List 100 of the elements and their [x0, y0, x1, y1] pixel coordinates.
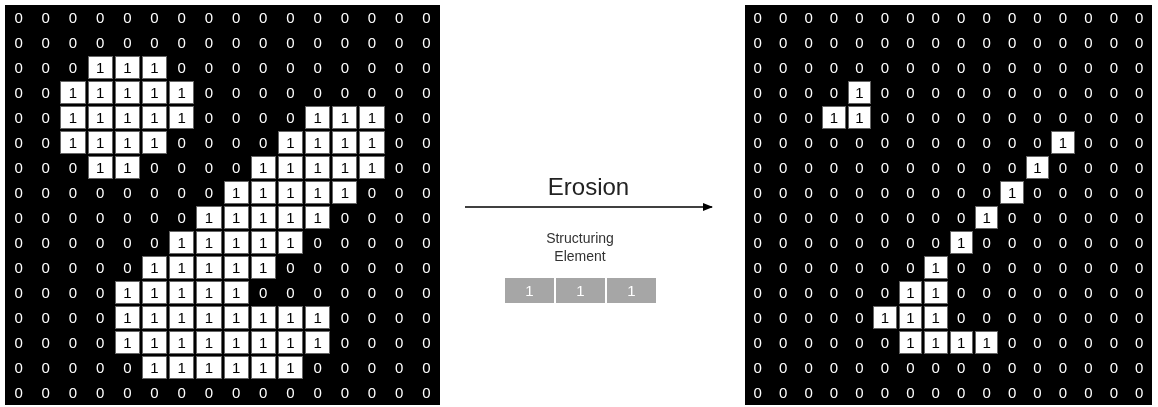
highlighted-pixel: 1 — [141, 131, 168, 154]
pixel-value: 0 — [1108, 333, 1119, 353]
pixel-value: 0 — [1134, 283, 1145, 303]
pixel-value: 0 — [803, 233, 814, 253]
pixel-value: 0 — [366, 83, 378, 103]
highlighted-pixel: 1 — [223, 281, 249, 304]
pixel-value: 0 — [1057, 83, 1069, 103]
highlighted-pixel: 1 — [873, 306, 897, 329]
pixel-value: 0 — [752, 258, 763, 278]
highlighted-pixel: 1 — [169, 256, 195, 279]
pixel-value: 0 — [803, 158, 814, 178]
pixel-value: 0 — [312, 58, 323, 78]
pixel-value: 0 — [67, 333, 79, 353]
pixel-value: 0 — [366, 208, 378, 228]
pixel-value: 0 — [778, 33, 789, 53]
pixel-value: 0 — [778, 233, 789, 253]
pixel-value: 0 — [366, 358, 378, 378]
pixel-value: 0 — [1134, 383, 1145, 403]
highlighted-pixel: 1 — [60, 81, 86, 104]
highlighted-pixel: 1 — [974, 206, 999, 229]
pixel-value: 0 — [752, 58, 763, 78]
highlighted-pixel: 1 — [949, 331, 973, 354]
pixel-value: 0 — [803, 308, 814, 328]
pixel-value: 0 — [1083, 358, 1094, 378]
pixel-value: 0 — [956, 258, 967, 278]
pixel-value: 0 — [1134, 158, 1145, 178]
pixel-value: 0 — [828, 308, 840, 328]
pixel-value: 0 — [1134, 333, 1145, 353]
pixel-value: 0 — [13, 233, 24, 253]
highlighted-pixel: 1 — [141, 331, 168, 354]
highlighted-pixel: 1 — [822, 106, 846, 129]
pixel-value: 0 — [13, 58, 24, 78]
pixel-value: 0 — [803, 358, 814, 378]
highlighted-pixel: 1 — [1000, 181, 1024, 204]
pixel-value: 0 — [1083, 258, 1094, 278]
pixel-value: 0 — [1032, 183, 1043, 203]
pixel-value: 0 — [1108, 83, 1119, 103]
highlighted-pixel: 1 — [196, 256, 222, 279]
pixel-value: 0 — [421, 108, 432, 128]
pixel-value: 0 — [176, 208, 187, 228]
pixel-value: 0 — [956, 208, 967, 228]
pixel-value: 0 — [258, 383, 269, 403]
highlighted-pixel: 1 — [223, 206, 249, 229]
pixel-value: 0 — [854, 383, 865, 403]
pixel-value: 0 — [122, 358, 133, 378]
highlighted-pixel: 1 — [114, 106, 140, 129]
pixel-value: 0 — [421, 233, 432, 253]
pixel-value: 0 — [905, 208, 916, 228]
pixel-value: 0 — [230, 108, 242, 128]
pixel-value: 0 — [854, 233, 865, 253]
highlighted-pixel: 1 — [949, 231, 973, 254]
highlighted-pixel: 1 — [1025, 156, 1050, 179]
pixel-value: 0 — [1083, 308, 1094, 328]
pixel-value: 0 — [905, 58, 916, 78]
pixel-value: 0 — [1134, 183, 1145, 203]
pixel-value: 0 — [981, 233, 992, 253]
pixel-value: 0 — [1083, 383, 1094, 403]
pixel-value: 0 — [421, 58, 432, 78]
pixel-value: 0 — [854, 258, 865, 278]
pixel-value: 0 — [366, 333, 378, 353]
pixel-value: 0 — [778, 333, 789, 353]
pixel-value: 0 — [803, 33, 814, 53]
pixel-value: 0 — [1108, 108, 1119, 128]
highlighted-pixel: 1 — [898, 306, 923, 329]
pixel-value: 0 — [981, 183, 992, 203]
pixel-value: 0 — [40, 333, 51, 353]
pixel-value: 0 — [956, 133, 967, 153]
pixel-value: 0 — [13, 258, 24, 278]
highlighted-pixel: 1 — [60, 131, 86, 154]
pixel-value: 0 — [13, 33, 24, 53]
pixel-value: 0 — [854, 58, 865, 78]
pixel-value: 0 — [230, 58, 242, 78]
highlighted-pixel: 1 — [277, 181, 304, 204]
pixel-value: 0 — [752, 208, 763, 228]
pixel-value: 0 — [778, 8, 789, 28]
pixel-value: 0 — [176, 133, 187, 153]
pixel-value: 0 — [339, 283, 350, 303]
pixel-value: 0 — [1032, 133, 1043, 153]
highlighted-pixel: 1 — [141, 81, 168, 104]
pixel-value: 0 — [905, 358, 916, 378]
pixel-value: 0 — [95, 208, 106, 228]
pixel-value: 0 — [1006, 83, 1018, 103]
pixel-value: 0 — [1134, 8, 1145, 28]
pixel-value: 0 — [930, 33, 941, 53]
pixel-value: 0 — [1108, 208, 1119, 228]
pixel-value: 0 — [879, 33, 891, 53]
pixel-value: 0 — [13, 208, 24, 228]
highlighted-pixel: 1 — [898, 281, 923, 304]
pixel-value: 0 — [981, 133, 992, 153]
highlighted-pixel: 1 — [223, 356, 249, 379]
pixel-value: 0 — [930, 383, 941, 403]
pixel-value: 0 — [854, 33, 865, 53]
pixel-value: 0 — [1108, 33, 1119, 53]
pixel-value: 0 — [854, 333, 865, 353]
pixel-value: 0 — [803, 258, 814, 278]
pixel-value: 0 — [149, 208, 160, 228]
pixel-value: 0 — [905, 183, 916, 203]
pixel-value: 0 — [176, 33, 187, 53]
pixel-value: 0 — [40, 308, 51, 328]
pixel-value: 0 — [1108, 8, 1119, 28]
